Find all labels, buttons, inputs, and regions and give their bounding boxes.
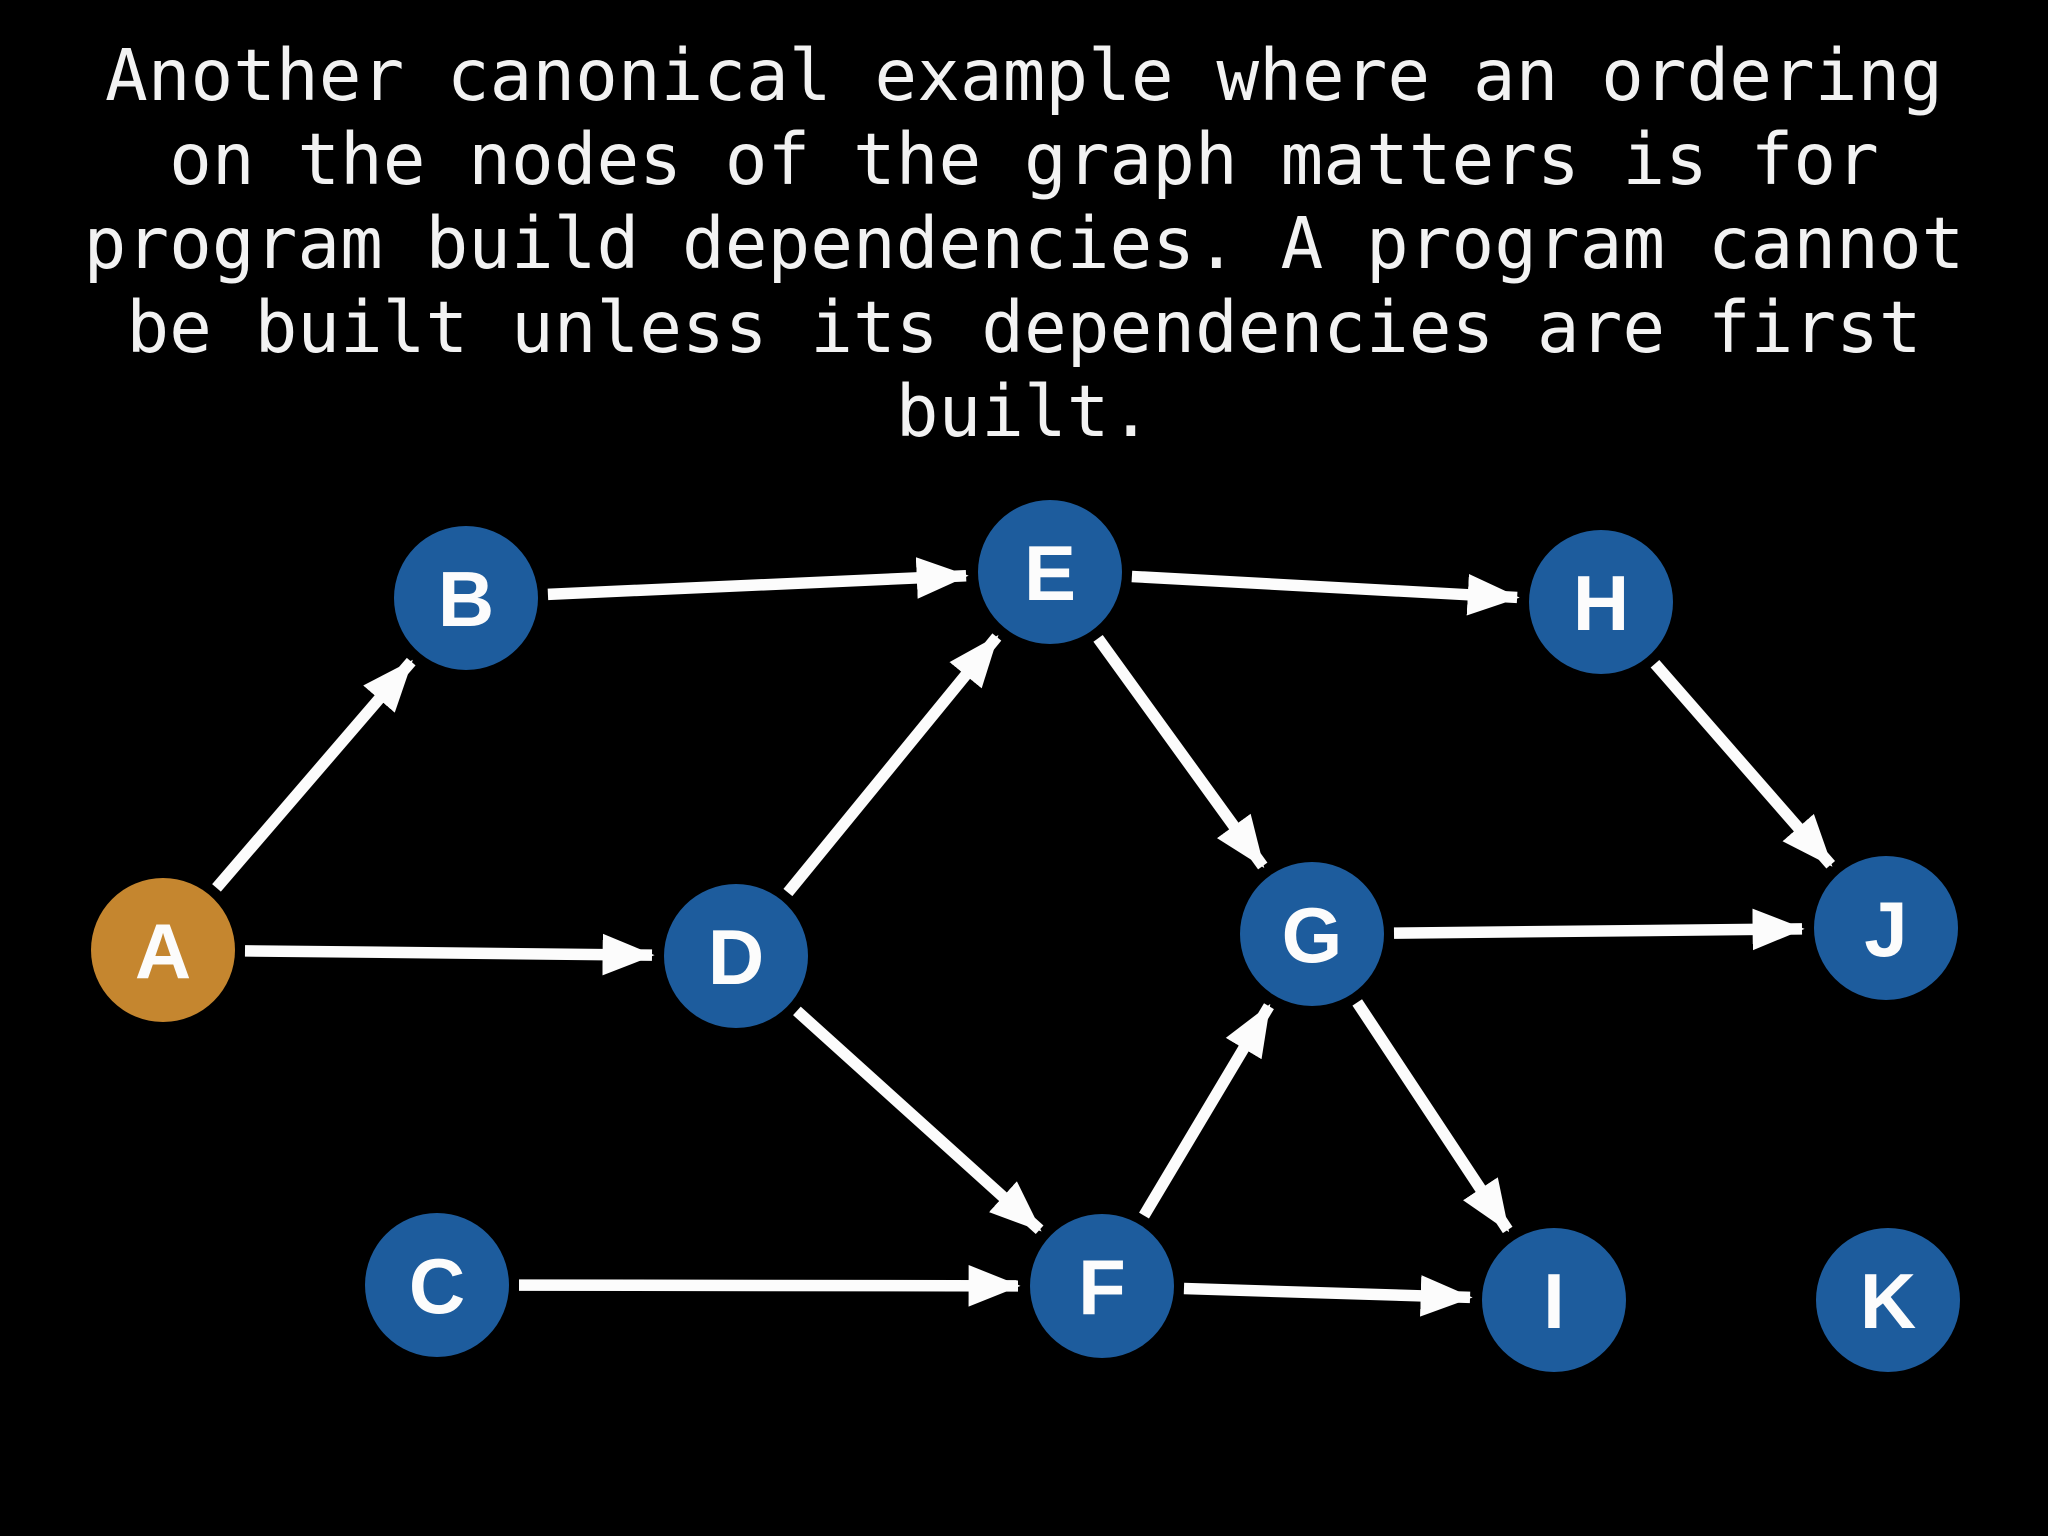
node-label: D — [708, 913, 764, 1001]
node-I: I — [1482, 1228, 1626, 1372]
node-C: C — [365, 1213, 509, 1357]
node-A: A — [91, 878, 235, 1022]
node-G: G — [1240, 862, 1384, 1006]
edge-E-H — [1131, 570, 1520, 616]
edge-A-B — [212, 657, 416, 892]
node-circle — [1529, 530, 1673, 674]
edge-G-I — [1352, 999, 1513, 1234]
node-label: F — [1078, 1243, 1126, 1331]
edge-D-E — [783, 633, 1002, 897]
edge-C-F — [518, 1264, 1021, 1307]
edge-F-G — [1139, 1003, 1274, 1219]
node-circle — [394, 526, 538, 670]
node-E: E — [978, 500, 1122, 644]
node-label: B — [438, 555, 494, 643]
node-B: B — [394, 526, 538, 670]
node-circle — [365, 1213, 509, 1357]
node-circle — [664, 884, 808, 1028]
node-circle — [1482, 1228, 1626, 1372]
node-circle-highlighted — [91, 878, 235, 1022]
node-circle — [1814, 856, 1958, 1000]
node-J: J — [1814, 856, 1958, 1000]
node-circle — [1816, 1228, 1960, 1372]
node-D: D — [664, 884, 808, 1028]
edge-D-F — [793, 1006, 1044, 1235]
node-H: H — [1529, 530, 1673, 674]
node-circle — [1030, 1214, 1174, 1358]
node-label: G — [1282, 891, 1343, 979]
node-circle — [1240, 862, 1384, 1006]
node-label: K — [1860, 1257, 1916, 1345]
node-label: C — [409, 1242, 465, 1330]
slide-title: Another canonical example where an order… — [83, 34, 1965, 453]
node-label: H — [1573, 559, 1629, 647]
edge-E-G — [1093, 635, 1268, 870]
edge-G-J — [1393, 908, 1805, 951]
node-label: J — [1864, 885, 1907, 973]
node-K: K — [1816, 1228, 1960, 1372]
edge-B-E — [547, 557, 969, 601]
node-circle — [978, 500, 1122, 644]
edge-A-D — [244, 933, 655, 976]
edge-F-I — [1183, 1275, 1473, 1317]
edge-H-J — [1650, 659, 1836, 869]
node-label: A — [135, 907, 191, 995]
node-label: I — [1543, 1257, 1565, 1345]
node-F: F — [1030, 1214, 1174, 1358]
node-label: E — [1024, 529, 1076, 617]
